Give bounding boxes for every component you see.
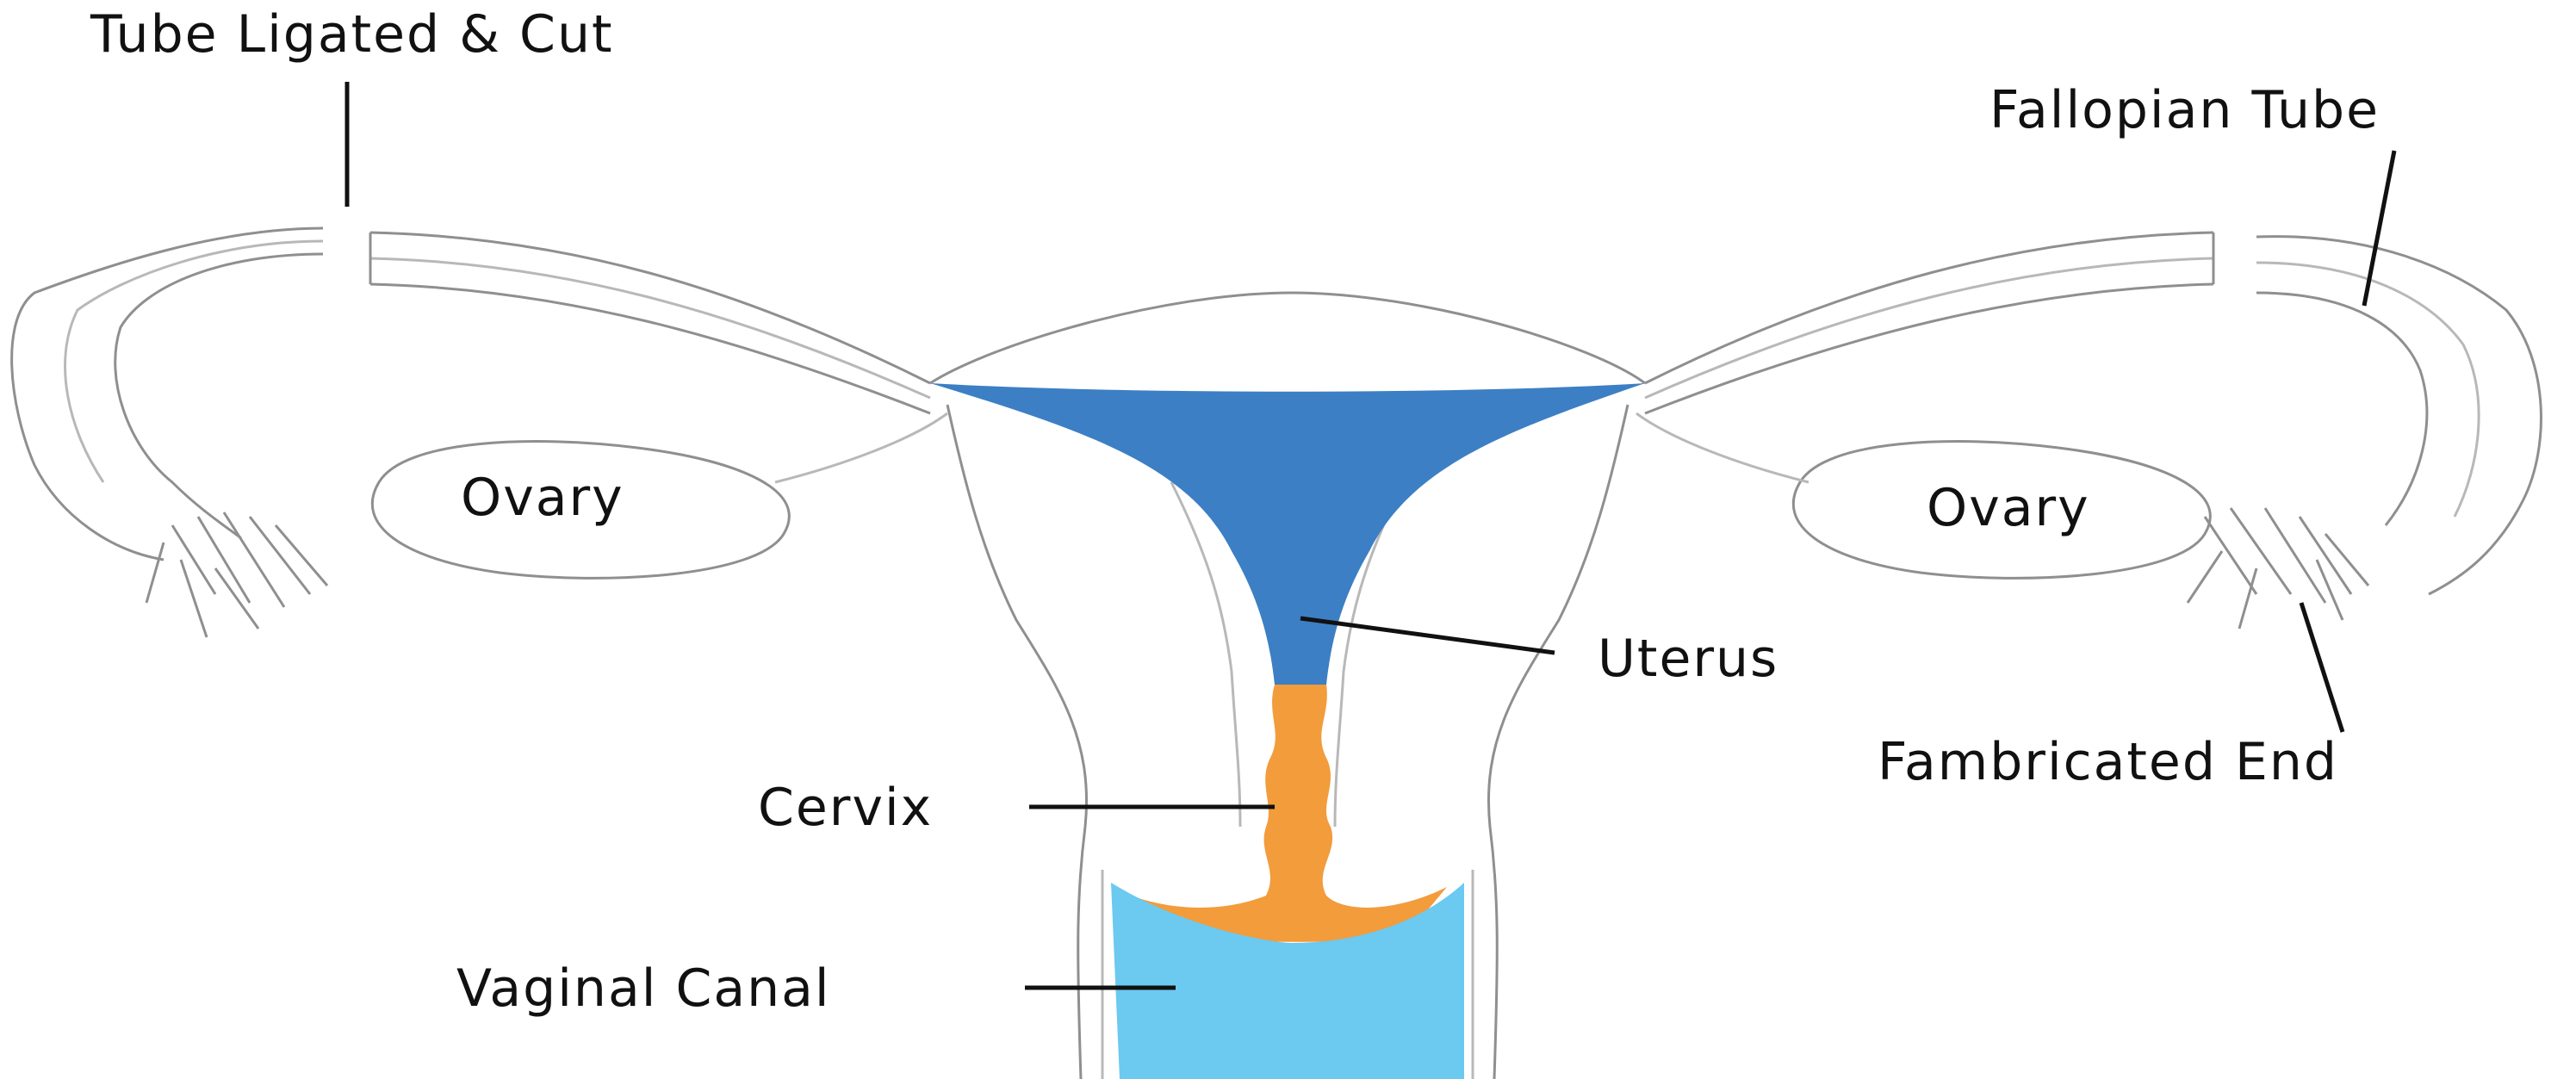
- leader-fambricated-end: [2299, 602, 2345, 733]
- right-ovary: [1636, 412, 2212, 580]
- label-fambricated-end: Fambricated End: [1878, 732, 2338, 792]
- uterus-cavity: [930, 383, 1645, 685]
- vaginal-canal-shape: [1111, 883, 1464, 1079]
- left-fimbriae: [145, 512, 329, 638]
- right-fimbriae: [2186, 507, 2370, 629]
- label-cervix: Cervix: [758, 778, 933, 838]
- leader-fallopian-tube: [2362, 150, 2397, 307]
- cervix-canal: [1111, 685, 1447, 942]
- label-uterus: Uterus: [1598, 629, 1778, 689]
- leader-uterus: [1300, 616, 1555, 655]
- left-fallopian-tube: [10, 226, 931, 561]
- label-vaginal-canal: Vaginal Canal: [456, 958, 831, 1019]
- right-fallopian-tube: [1644, 231, 2542, 596]
- label-ovary-left: Ovary: [461, 468, 624, 528]
- left-ovary: [370, 412, 948, 580]
- label-tube-ligated: Tube Ligated & Cut: [90, 4, 614, 65]
- label-ovary-right: Ovary: [1927, 478, 2090, 538]
- uterus-outline: [929, 291, 1646, 1079]
- label-fallopian-tube: Fallopian Tube: [1989, 80, 2380, 140]
